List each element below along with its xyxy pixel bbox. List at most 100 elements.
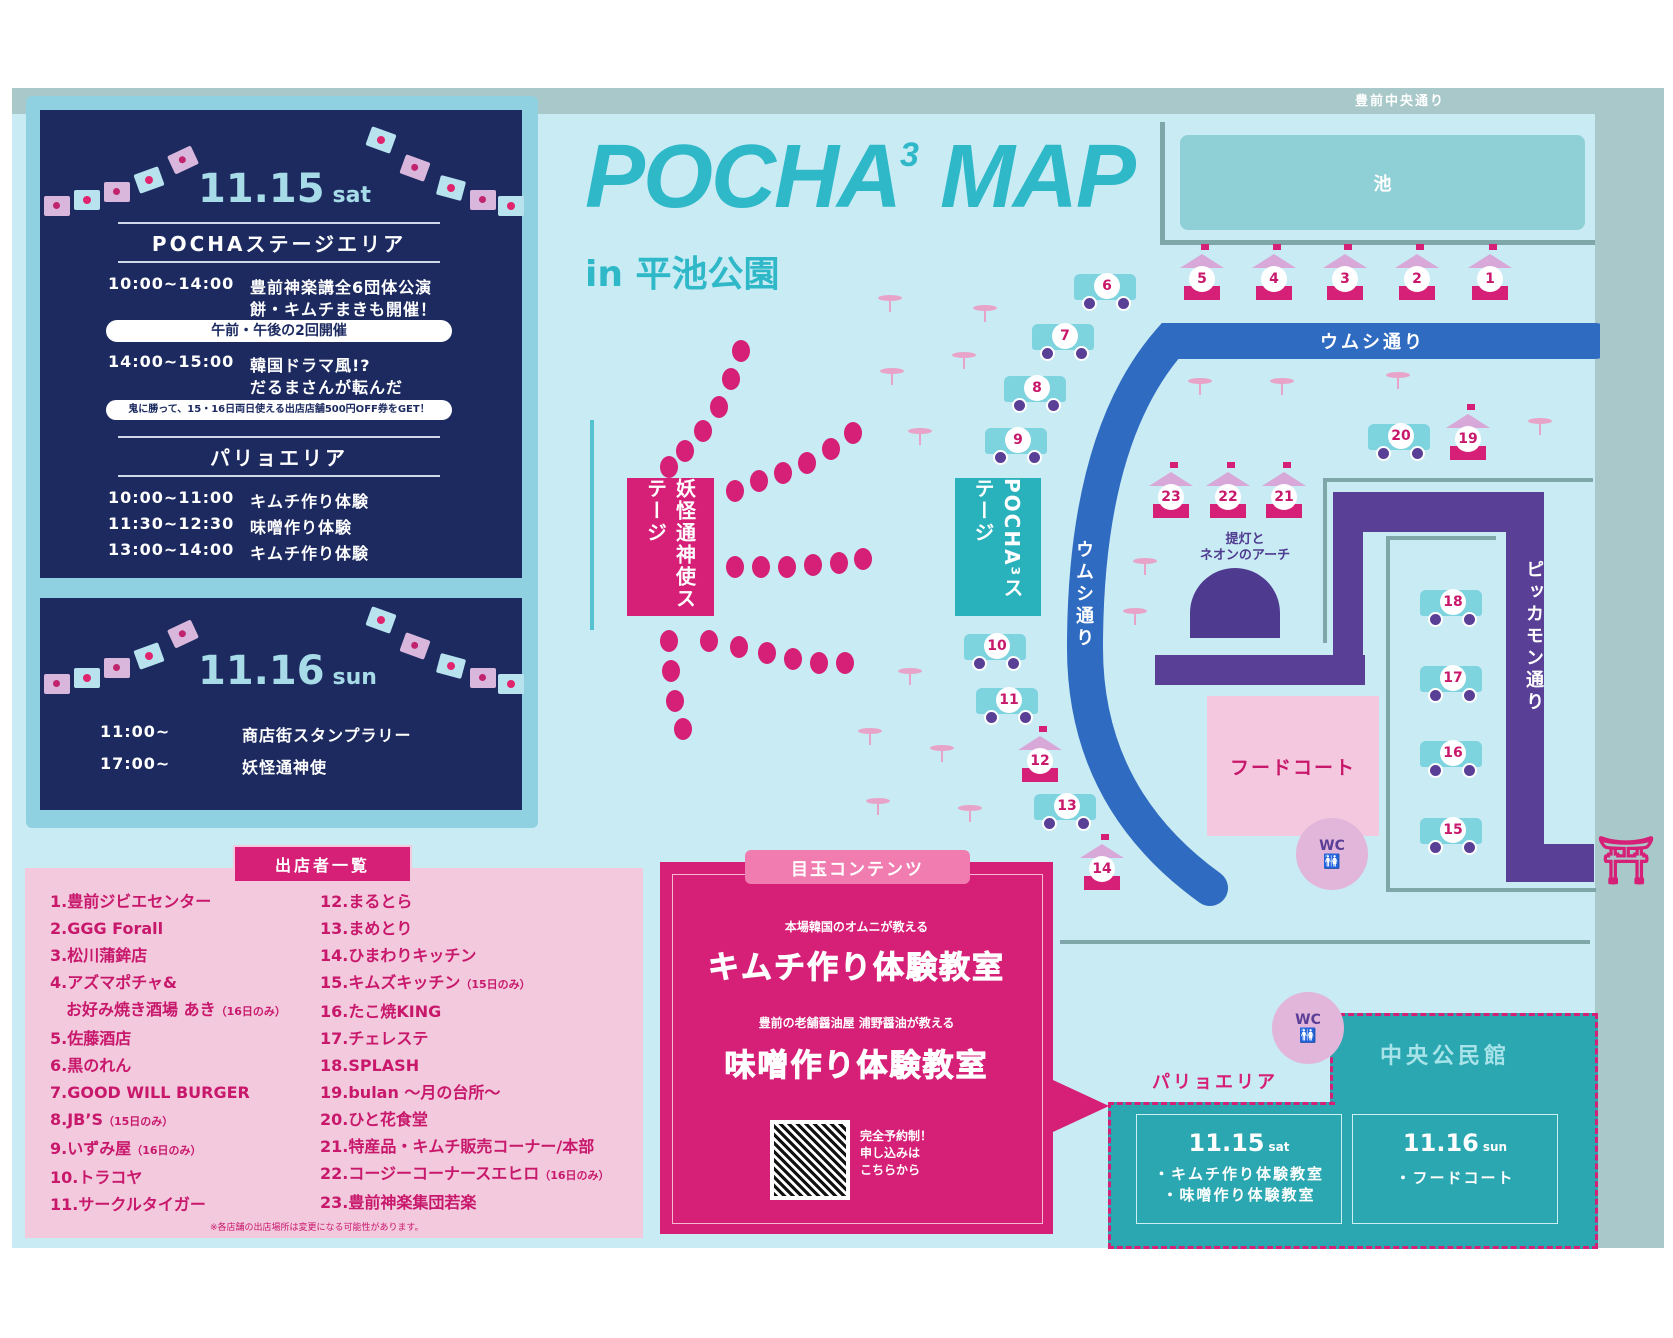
stall-1[interactable]: 1 xyxy=(1468,244,1512,304)
japan-flag-icon xyxy=(133,642,165,670)
day2-item-1-text: 商店街スタンプラリー xyxy=(242,726,412,745)
japan-flag-icon xyxy=(365,606,397,634)
truck-6[interactable]: 6 xyxy=(1074,268,1136,311)
truck-8[interactable]: 8 xyxy=(1004,370,1066,413)
truck-15[interactable]: 15 xyxy=(1420,812,1482,855)
truck-9[interactable]: 9 xyxy=(985,422,1047,465)
vendor-item: 7.GOOD WILL BURGER xyxy=(50,1083,250,1102)
feature-box xyxy=(660,862,1053,1234)
lantern-neon-arch-icon xyxy=(1190,568,1280,638)
paryo-area xyxy=(1108,1102,1335,1249)
qr-code[interactable] xyxy=(770,1120,850,1200)
table-icon xyxy=(900,428,940,448)
paryo-item-2-text: 味噌作り体験 xyxy=(250,518,353,537)
pill-coupon: 鬼に勝って、15・16日両日使える出店店舗500円OFF券をGET！ xyxy=(106,400,452,420)
truck-10[interactable]: 10 xyxy=(964,628,1026,671)
truck-17[interactable]: 17 xyxy=(1420,660,1482,703)
day2-item-1-time: 11:00~ xyxy=(100,722,171,741)
korea-flag-icon xyxy=(44,674,70,694)
map-title: POCHA3 MAP xyxy=(585,127,1136,227)
vendor-item: 11.サークルタイガー xyxy=(50,1195,206,1214)
vendor-item: 5.佐藤酒店 xyxy=(50,1029,132,1048)
truck-16[interactable]: 16 xyxy=(1420,735,1482,778)
feature-sub-1: 本場韓国のオムニが教える xyxy=(784,920,929,934)
vendor-item: 8.JB’S（15日のみ） xyxy=(50,1110,174,1129)
pocha-item-1-line1: 豊前神楽講全6団体公演 xyxy=(250,278,433,297)
stall-23[interactable]: 23 xyxy=(1149,462,1193,522)
fence xyxy=(1386,888,1596,892)
arch-label: 提灯とネオンのアーチ xyxy=(1199,532,1291,563)
korea-flag-icon xyxy=(166,145,200,175)
vendor-item: 18.SPLASH xyxy=(320,1056,420,1075)
truck-7[interactable]: 7 xyxy=(1032,318,1094,361)
truck-20[interactable]: 20 xyxy=(1368,418,1430,461)
paryo-item-3-text: キムチ作り体験 xyxy=(250,544,370,563)
paryo-item-2-time: 11:30~12:30 xyxy=(108,514,235,533)
stall-14[interactable]: 14 xyxy=(1080,834,1124,894)
pocha-item-2-line2: だるまさんが転んだ xyxy=(250,378,404,397)
table-icon xyxy=(965,305,1005,325)
table-icon xyxy=(1125,558,1165,578)
stall-22[interactable]: 22 xyxy=(1206,462,1250,522)
vendor-item: 9.いずみ屋（16日のみ） xyxy=(50,1139,202,1158)
japan-flag-icon xyxy=(365,126,397,154)
table-icon xyxy=(890,668,930,688)
wc-icon: WC🚻 xyxy=(1272,992,1344,1064)
stall-21[interactable]: 21 xyxy=(1262,462,1306,522)
torii-gate-icon: ⛩ xyxy=(1597,833,1656,887)
japan-flag-icon xyxy=(74,668,100,688)
japan-flag-icon xyxy=(435,652,467,680)
table-icon xyxy=(872,368,912,388)
feature-sub-2: 豊前の老舗醤油屋 浦野醤油が教える xyxy=(758,1016,955,1030)
japan-flag-icon xyxy=(498,674,524,694)
pikkamon-street-label: ピッカモン通り xyxy=(1523,560,1544,714)
yokai-stage[interactable]: 妖怪通神使ステージ xyxy=(627,478,714,616)
japan-flag-icon xyxy=(498,196,524,216)
fence xyxy=(1386,536,1496,540)
pocha-stage[interactable]: POCHA³ステージ xyxy=(955,478,1041,616)
vendor-item: 10.トラコヤ xyxy=(50,1168,143,1187)
paryo-item-3-time: 13:00~14:00 xyxy=(108,540,235,559)
stall-19[interactable]: 19 xyxy=(1446,404,1490,464)
bamboo-icon xyxy=(590,420,594,630)
vendor-item: 2.GGG Forall xyxy=(50,919,164,938)
vendor-item: お好み焼き酒場 あき（16日のみ） xyxy=(50,1000,286,1019)
stall-12[interactable]: 12 xyxy=(1018,726,1062,786)
vendor-item: 4.アズマポチャ& xyxy=(50,973,178,992)
paryo-item-1-time: 10:00~11:00 xyxy=(108,488,235,507)
japan-flag-icon xyxy=(435,174,467,202)
wc-icon: WC🚻 xyxy=(1296,818,1368,890)
stall-5[interactable]: 5 xyxy=(1180,244,1224,304)
korea-flag-icon xyxy=(470,668,496,688)
vendor-item: 3.松川蒲鉾店 xyxy=(50,946,148,965)
truck-11[interactable]: 11 xyxy=(976,682,1038,725)
food-court[interactable]: フードコート xyxy=(1207,696,1379,836)
truck-13[interactable]: 13 xyxy=(1034,788,1096,831)
umushi-street-curve xyxy=(1066,323,1600,906)
korea-flag-icon xyxy=(104,182,130,202)
vendor-item: 14.ひまわりキッチン xyxy=(320,946,477,965)
pocha-area-title: POCHAステージエリア xyxy=(118,222,440,263)
vendor-list-title: 出店者一覧 xyxy=(233,845,412,883)
table-icon xyxy=(858,798,898,818)
truck-18[interactable]: 18 xyxy=(1420,584,1482,627)
korea-flag-icon xyxy=(166,619,200,649)
vendor-col-1: 1.豊前ジビエセンター 2.GGG Forall 3.松川蒲鉾店 4.アズマポチ… xyxy=(50,888,286,1218)
community-center xyxy=(1330,1013,1598,1249)
vendor-item: 13.まめとり xyxy=(320,919,413,938)
stall-4[interactable]: 4 xyxy=(1252,244,1296,304)
paryo-area-label: パリョエリア xyxy=(1152,1072,1278,1093)
fence xyxy=(1323,478,1593,482)
pikkamon-street-bottom xyxy=(1506,844,1594,882)
vendor-item: 23.豊前神楽集団若楽 xyxy=(320,1193,477,1212)
stall-3[interactable]: 3 xyxy=(1323,244,1367,304)
feature-main-2: 味噌作り体験教室 xyxy=(724,1048,989,1085)
table-icon xyxy=(1378,372,1418,392)
table-icon xyxy=(870,295,910,315)
stall-2[interactable]: 2 xyxy=(1395,244,1439,304)
vendor-item: 17.チェレステ xyxy=(320,1029,429,1048)
